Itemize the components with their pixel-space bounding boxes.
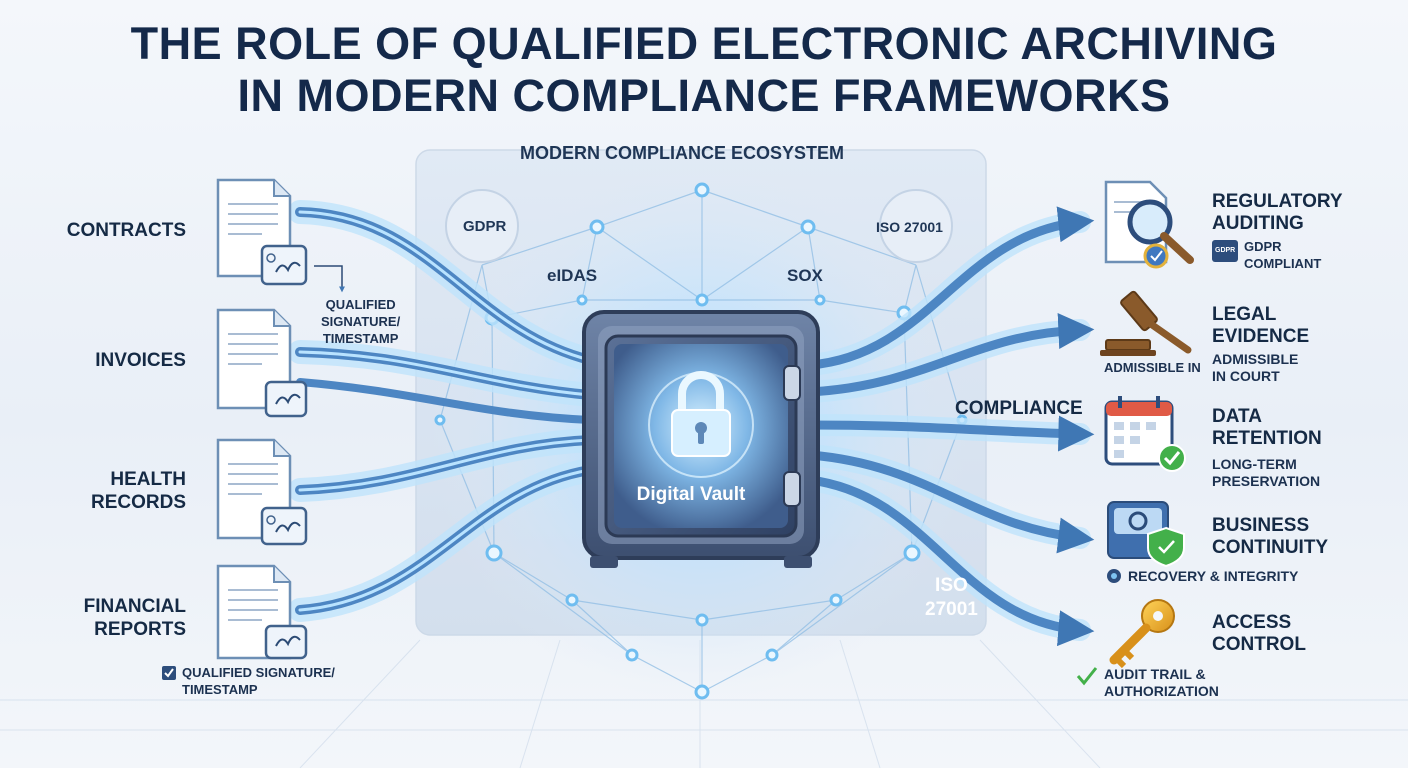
output-title-line: AUDITING: [1212, 213, 1304, 234]
floor-grid: [0, 639, 1408, 768]
output-sub-line: AUDIT TRAIL &: [1104, 666, 1206, 682]
page-title-line-2: IN MODERN COMPLIANCE FRAMEWORKS: [237, 70, 1171, 121]
output-extra-legal-evidence: ADMISSIBLE IN: [1104, 360, 1201, 375]
signature-stamp-icon: [260, 244, 308, 286]
input-label-financial-reports: FINANCIAL REPORTS: [84, 595, 186, 641]
input-label-line: INVOICES: [95, 350, 186, 371]
signature-note-arrow: [314, 265, 345, 293]
page-title: THE ROLE OF QUALIFIED ELECTRONIC ARCHIVI…: [0, 18, 1408, 122]
output-sub-business-continuity: RECOVERY & INTEGRITY: [1128, 568, 1299, 584]
output-sub-line: AUTHORIZATION: [1104, 683, 1219, 699]
signature-stamp-icon: [260, 506, 308, 546]
page-title-line-1: THE ROLE OF QUALIFIED ELECTRONIC ARCHIVI…: [130, 18, 1278, 69]
output-title-line: BUSINESS: [1212, 515, 1310, 536]
output-title-regulatory-auditing: REGULATORY AUDITING: [1212, 191, 1343, 235]
compliance-label: COMPLIANCE: [955, 398, 1083, 419]
input-label-health-records: HEALTH RECORDS: [91, 468, 186, 514]
output-sub-line: ADMISSIBLE: [1212, 351, 1299, 367]
output-sub-access-control: AUDIT TRAIL & AUTHORIZATION: [1104, 666, 1219, 700]
ecosystem-label: MODERN COMPLIANCE ECOSYSTEM: [520, 143, 845, 163]
output-sub-line: LONG-TERM: [1212, 456, 1297, 472]
output-title-line: DATA: [1212, 406, 1262, 427]
signature-stamp-icon: [264, 380, 308, 418]
vault-label: Digital Vault: [636, 484, 746, 505]
output-sub-legal-evidence: ADMISSIBLE IN COURT: [1212, 351, 1298, 385]
signature-note-bottom: QUALIFIED SIGNATURE/ TIMESTAMP: [182, 664, 335, 698]
magnifier-icon: [1104, 180, 1194, 269]
output-title-line: ACCESS: [1212, 612, 1292, 633]
output-sub-line: COMPLIANT: [1244, 256, 1322, 271]
signature-stamp-icon: [264, 624, 308, 660]
shield-icon: [1107, 501, 1185, 583]
gdpr-badge-text: GDPR: [1215, 247, 1236, 254]
output-title-line: RETENTION: [1212, 428, 1322, 449]
output-title-line: LEGAL: [1212, 304, 1277, 325]
output-sub-line: IN COURT: [1212, 368, 1280, 384]
standard-gdpr: GDPR: [463, 218, 507, 235]
output-title-legal-evidence: LEGAL EVIDENCE: [1212, 304, 1309, 348]
output-sub-line: GDPR: [1244, 239, 1282, 254]
check-icon: [162, 666, 176, 680]
input-label-line: HEALTH: [110, 469, 186, 490]
standard-iso-lower: ISO 27001: [925, 574, 978, 622]
gdpr-badge-ring: [445, 189, 519, 263]
key-icon: [1076, 599, 1175, 686]
output-title-business-continuity: BUSINESS CONTINUITY: [1212, 515, 1328, 559]
output-title-line: CONTINUITY: [1212, 537, 1329, 558]
input-flows: [288, 200, 602, 622]
output-title-line: CONTROL: [1212, 634, 1306, 655]
signature-note-line: QUALIFIED SIGNATURE/: [182, 665, 335, 680]
output-sub-regulatory-auditing: GDPR COMPLIANT: [1244, 238, 1321, 272]
calendar-icon: [1104, 396, 1186, 472]
output-sub-line: PRESERVATION: [1212, 473, 1321, 489]
signature-note-line: TIMESTAMP: [322, 331, 399, 346]
padlock-icon: [671, 371, 731, 457]
input-label-line: FINANCIAL: [83, 596, 186, 617]
iso-lower-line-1: ISO: [935, 575, 968, 596]
signature-note-line: QUALIFIED: [325, 297, 396, 312]
gavel-icon: [1100, 290, 1192, 356]
output-title-line: REGULATORY: [1212, 191, 1343, 212]
iso-lower-line-2: 27001: [925, 599, 978, 620]
standard-sox: SOX: [787, 266, 823, 285]
output-title-access-control: ACCESS CONTROL: [1212, 612, 1306, 656]
gdpr-mini-badge: [1212, 240, 1238, 262]
output-sub-data-retention: LONG-TERM PRESERVATION: [1212, 456, 1320, 490]
input-label-invoices: INVOICES: [95, 349, 186, 372]
standard-iso-27001: ISO 27001: [876, 219, 943, 235]
signature-note-line: TIMESTAMP: [182, 682, 258, 697]
output-title-data-retention: DATA RETENTION: [1212, 406, 1322, 450]
input-label-line: CONTRACTS: [66, 220, 186, 241]
iso-badge-ring: [879, 189, 953, 263]
input-label-contracts: CONTRACTS: [67, 219, 186, 242]
standard-eidas: eIDAS: [547, 266, 598, 285]
signature-note-top: QUALIFIED SIGNATURE/ TIMESTAMP: [321, 296, 400, 347]
input-label-line: REPORTS: [94, 619, 186, 640]
output-title-line: EVIDENCE: [1212, 326, 1310, 347]
output-flows: [799, 206, 1095, 647]
input-label-line: RECORDS: [90, 492, 186, 513]
signature-note-line: SIGNATURE/: [321, 314, 401, 329]
